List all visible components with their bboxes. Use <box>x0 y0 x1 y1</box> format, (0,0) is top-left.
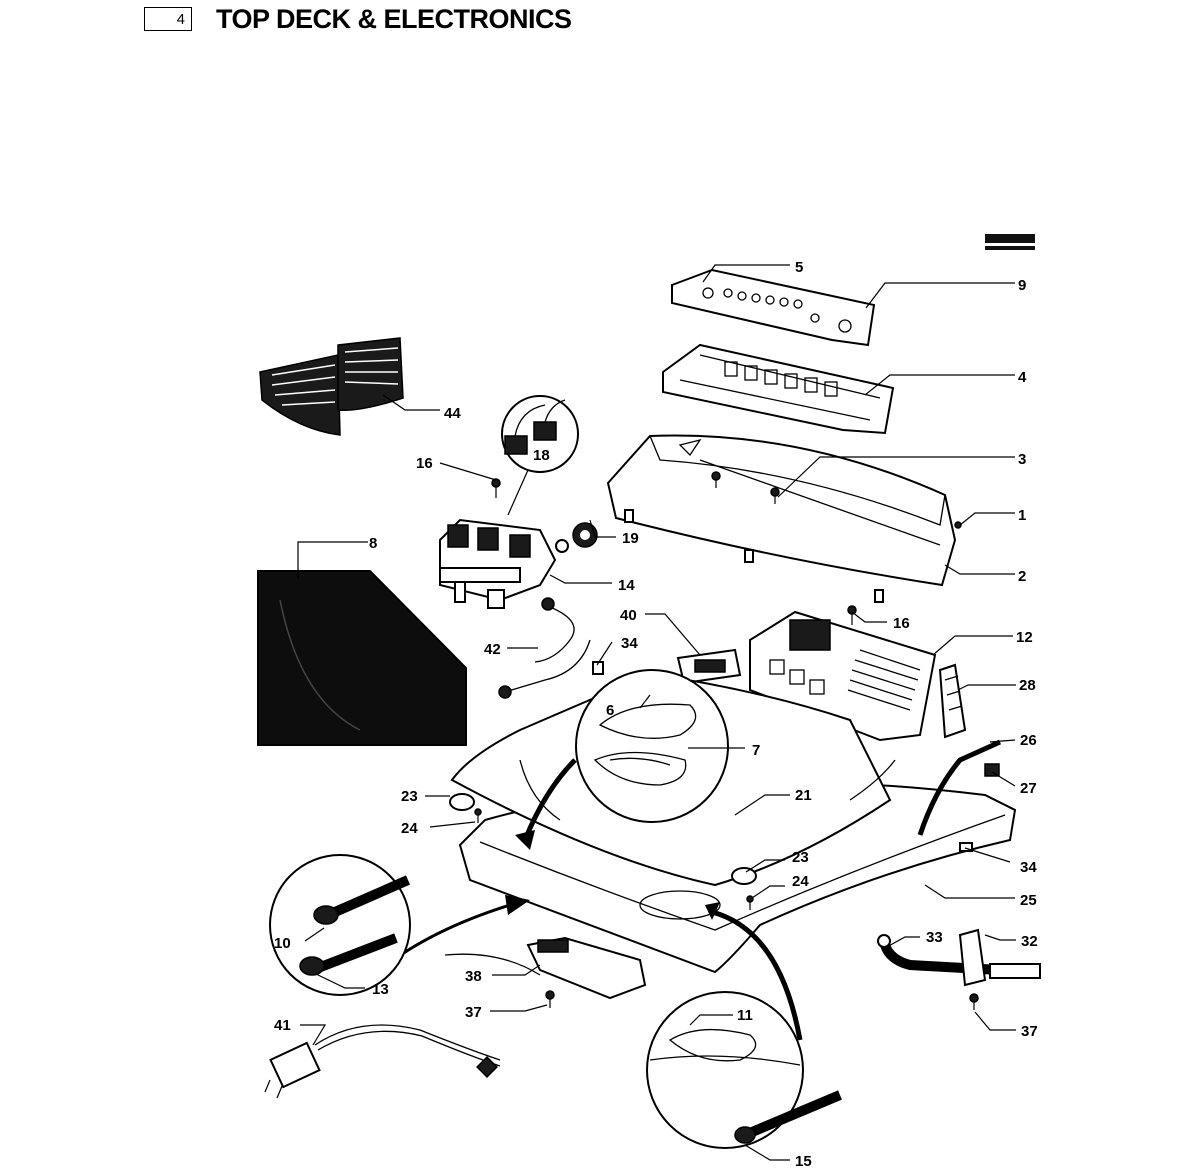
callout-11: 11 <box>737 1007 753 1024</box>
part-cap <box>449 793 973 910</box>
callout-40: 40 <box>620 607 637 624</box>
part-console-housing <box>606 434 957 603</box>
callout-34-top: 34 <box>621 635 638 652</box>
callout-12: 12 <box>1016 629 1033 646</box>
callout-26: 26 <box>1020 732 1037 749</box>
leader-lines <box>297 264 1016 1161</box>
part-dispenser-detail <box>575 669 729 823</box>
part-elbow-detail <box>269 854 411 996</box>
page-header: 4 TOP DECK & ELECTRONICS <box>144 4 572 34</box>
part-console-overlay <box>671 268 876 347</box>
part-clip <box>984 763 1000 777</box>
callout-13: 13 <box>372 981 389 998</box>
callout-24-left: 24 <box>401 820 418 837</box>
callout-37-left: 37 <box>465 1004 482 1021</box>
callout-38: 38 <box>465 968 482 985</box>
callout-33: 33 <box>926 929 943 946</box>
part-water-valve <box>439 518 557 609</box>
callout-34-right: 34 <box>1020 859 1037 876</box>
callout-16-left: 16 <box>416 455 433 472</box>
callout-8: 8 <box>369 535 377 552</box>
screw-icon <box>711 471 962 529</box>
callout-15: 15 <box>795 1153 812 1170</box>
callout-5: 5 <box>795 259 803 276</box>
callout-9: 9 <box>1018 277 1026 294</box>
callout-14: 14 <box>618 577 635 594</box>
callout-6: 6 <box>606 702 614 719</box>
callout-32: 32 <box>1021 933 1038 950</box>
brand-mark <box>985 234 1035 250</box>
screw-icon <box>847 605 857 625</box>
callout-10: 10 <box>274 935 291 952</box>
part-bracket <box>938 663 967 739</box>
callout-1: 1 <box>1018 507 1026 524</box>
part-drain-hose <box>917 739 1002 836</box>
callout-4: 4 <box>1018 369 1027 386</box>
callout-7: 7 <box>752 742 760 759</box>
callout-19: 19 <box>622 530 639 547</box>
callout-16-right: 16 <box>893 615 910 632</box>
part-fill-funnel-detail <box>646 991 842 1149</box>
part-fitting <box>555 522 598 553</box>
screw-icon <box>491 478 501 498</box>
callout-44: 44 <box>444 405 461 422</box>
callout-24-right: 24 <box>792 873 809 890</box>
part-top-deck <box>450 672 1017 974</box>
callout-37-right: 37 <box>1021 1023 1038 1040</box>
part-main-control-board <box>749 610 937 742</box>
callout-21: 21 <box>795 787 812 804</box>
callout-41: 41 <box>274 1017 291 1034</box>
callout-labels: 5 9 4 3 1 2 44 16 18 8 19 14 16 12 28 40… <box>274 259 1038 1170</box>
callout-18: 18 <box>533 447 550 464</box>
callout-42: 42 <box>484 641 501 658</box>
callout-23-left: 23 <box>401 788 418 805</box>
part-power-cord <box>264 1024 501 1099</box>
part-trim-pieces <box>259 337 404 436</box>
callout-3: 3 <box>1018 451 1026 468</box>
page-title: TOP DECK & ELECTRONICS <box>216 3 572 34</box>
screw-icon <box>545 990 979 1010</box>
callout-25: 25 <box>1020 892 1037 909</box>
callout-27: 27 <box>1020 780 1037 797</box>
arrow-icon <box>379 758 803 1041</box>
callout-28: 28 <box>1019 677 1036 694</box>
part-wire-harness <box>498 597 604 699</box>
section-number-box: 4 <box>144 7 192 31</box>
callout-2: 2 <box>1018 568 1026 585</box>
callout-23-right: 23 <box>792 849 809 866</box>
part-console-frame <box>662 343 895 435</box>
part-insulation-sheet <box>257 570 467 746</box>
part-wire-harness-detail <box>501 395 579 473</box>
part-lid-switch <box>676 648 742 685</box>
